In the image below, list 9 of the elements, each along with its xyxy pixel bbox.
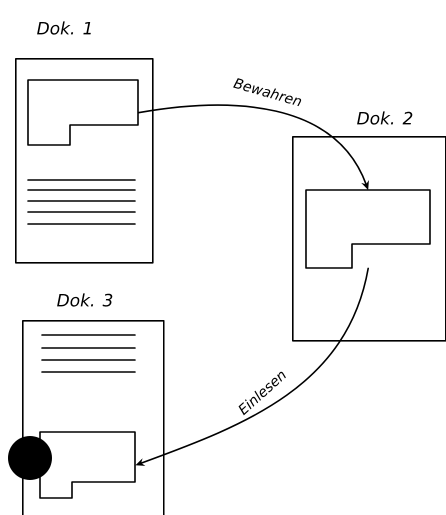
field-box (305, 189, 431, 269)
field-box (27, 79, 139, 146)
document-box: Dok. 1 (15, 21, 154, 264)
document-box: Dok. 2 (292, 111, 446, 342)
node-label: Dok. 1 (37, 21, 91, 35)
field-box (39, 431, 136, 499)
node-label: Dok. 3 (57, 293, 112, 307)
document-box: Dok. 3 (22, 293, 165, 515)
node-label: Dok. 2 (357, 111, 412, 125)
